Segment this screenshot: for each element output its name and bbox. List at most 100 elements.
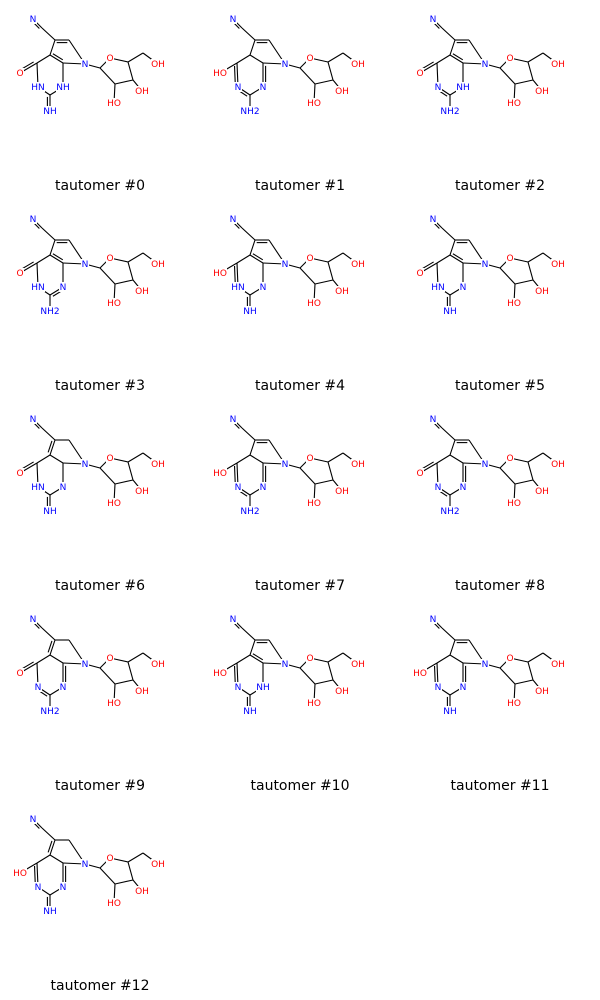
n1-label-mask — [434, 82, 442, 92]
oh-5-label-mask — [351, 459, 365, 469]
oh-3-label-mask — [135, 486, 149, 496]
amino-label-mask — [40, 306, 60, 316]
oh-3-label: OH — [135, 287, 149, 297]
c2p-c1p-bond — [499, 467, 516, 485]
n3-label: N — [460, 683, 467, 693]
n1-label: HN — [31, 83, 45, 93]
nitrile-n-label: N — [430, 415, 437, 425]
c2p-c1p-bond — [99, 867, 116, 885]
oh-5-label-mask — [351, 259, 365, 269]
c7a-c4a-bond — [49, 454, 64, 464]
nitrile-n-label-mask — [429, 14, 437, 24]
nitrile-n-label: N — [30, 15, 37, 25]
n9-label: N — [482, 660, 489, 670]
amino-label: NH2 — [440, 507, 459, 517]
nitrile-n-label-mask — [429, 414, 437, 424]
carbonyl-o-label-mask — [416, 268, 424, 278]
nitrile-n-label-mask — [29, 14, 37, 24]
nitrile-c-bond — [41, 27, 56, 41]
c5-c4a-bond — [449, 39, 456, 56]
c7a-c4a-bond — [249, 54, 264, 64]
c7a-c4a-bond — [49, 53, 64, 64]
c4a-c6-bond — [36, 654, 51, 664]
n1-label: N — [35, 883, 42, 893]
n1-label: HN — [231, 283, 245, 293]
nitrile-c-bond — [241, 427, 256, 441]
oh-5-label-mask — [551, 59, 565, 69]
ho-2-label-mask — [307, 98, 321, 108]
ring-o-label: O — [506, 454, 513, 464]
c2p-c1p-bond — [299, 467, 316, 485]
oh-3-label: OH — [535, 287, 549, 297]
oh-3-label: OH — [135, 687, 149, 697]
oh-3-label-mask — [135, 86, 149, 96]
c4a-c6-bond — [436, 654, 451, 664]
oh-5-label-mask — [151, 59, 165, 69]
ring-o-label-mask — [506, 653, 514, 663]
n9-label: N — [482, 260, 489, 270]
c7a-c4a-bond — [249, 653, 264, 664]
oh-3-label-mask — [335, 86, 349, 96]
nitrile-c-bond — [441, 27, 456, 41]
c4p-c5p-bond — [127, 852, 144, 863]
c4p-c5p-bond — [127, 52, 144, 63]
n3-label: N — [260, 83, 267, 93]
ring-o-label: O — [306, 454, 313, 464]
carbonyl-o-label-mask — [16, 68, 24, 78]
ho-2-label: HO — [107, 499, 121, 509]
oh-5-label-mask — [551, 259, 565, 269]
n9-label-mask — [481, 259, 489, 269]
oh-3-label: OH — [135, 487, 149, 497]
c5-c8-bond — [55, 39, 69, 44]
n3-label: NH — [256, 683, 270, 693]
n1-label: HN — [31, 283, 45, 293]
n9-label: N — [482, 460, 489, 470]
ring-o-label: O — [106, 454, 113, 464]
oh-3-label-mask — [135, 286, 149, 296]
carbonyl-o-label: O — [416, 469, 423, 479]
c2p-c1p-bond — [299, 667, 316, 685]
ring-o-label: O — [506, 54, 513, 64]
ring-o-label: O — [306, 254, 313, 264]
ho-2-label: HO — [107, 899, 121, 909]
imino-label-mask — [43, 106, 57, 116]
c3p-c2p-bond — [114, 679, 134, 685]
n1-label-mask — [434, 482, 442, 492]
nitrile-n-label-mask — [229, 14, 237, 24]
c5-c4a-bond — [249, 239, 256, 256]
ring-o-label: O — [306, 54, 313, 64]
oh-3-label: OH — [535, 87, 549, 97]
tautomer-caption: tautomer #12 — [50, 978, 150, 994]
imino-label-mask — [243, 706, 257, 716]
ho-2-label: HO — [307, 699, 321, 709]
ho-2-label-mask — [507, 498, 521, 508]
c5-c4a-bond — [249, 39, 256, 56]
oh-3-label-mask — [535, 86, 549, 96]
n3-label: N — [260, 483, 267, 493]
n1-label-mask — [234, 682, 242, 692]
n9-label: N — [282, 660, 289, 670]
nitrile-n-label: N — [430, 15, 437, 25]
n9-label: N — [82, 60, 89, 70]
c5-c8-bond — [255, 639, 269, 644]
c4p-c3p-bond — [127, 661, 134, 681]
oh-5-label: OH — [551, 660, 565, 670]
tautomer-caption: tautomer #7 — [254, 578, 346, 594]
c5-c8-bond — [455, 439, 469, 444]
hydroxyl-label: HO — [13, 869, 27, 879]
n3-label-mask — [56, 82, 70, 92]
nitrile-n-label: N — [230, 415, 237, 425]
oh-5-label-mask — [351, 59, 365, 69]
n3-label: N — [60, 283, 67, 293]
n3-label: N — [60, 483, 67, 493]
n1-label-mask — [34, 882, 42, 892]
oh-5-label-mask — [551, 459, 565, 469]
c5-c4a-bond — [249, 439, 256, 456]
c5-c8-bond — [455, 639, 469, 644]
hydroxyl-label: HO — [413, 669, 427, 679]
